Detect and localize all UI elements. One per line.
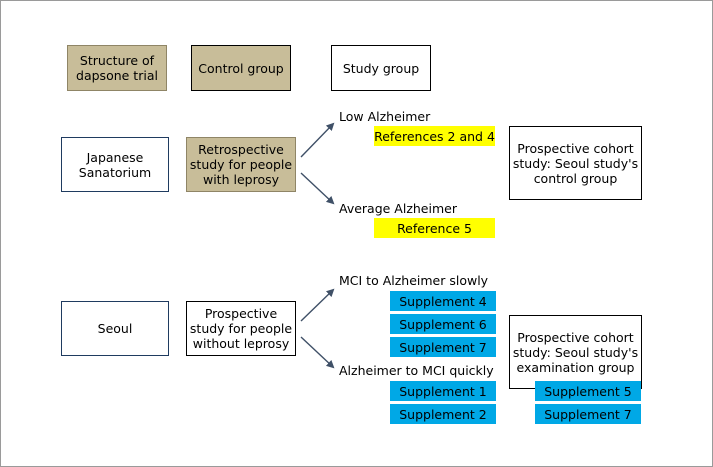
seoul-branch-top-label: MCI to Alzheimer slowly xyxy=(339,273,489,288)
japan-cohort-box: Prospective cohort study: Seoul study's … xyxy=(509,126,642,200)
legend-study-box: Study group xyxy=(331,45,431,91)
legend-control-box: Control group xyxy=(191,45,291,91)
japan-branch-top-ref: References 2 and 4 xyxy=(374,126,495,146)
seoul-study-box: Prospective study for people without lep… xyxy=(186,301,296,356)
seoul-branch-bottom-ref-2: Supplement 2 xyxy=(390,404,496,424)
legend-structure-box: Structure of dapsone trial xyxy=(67,45,167,91)
japan-branch-bottom-label: Average Alzheimer xyxy=(339,201,457,216)
seoul-arrow-up xyxy=(300,288,335,322)
seoul-branch-bottom-ref-1: Supplement 1 xyxy=(390,381,496,401)
japan-site-box: Japanese Sanatorium xyxy=(61,137,169,192)
seoul-branch-bottom-label: Alzheimer to MCI quickly xyxy=(339,363,494,378)
seoul-site-box: Seoul xyxy=(61,301,169,356)
japan-arrow-down xyxy=(300,172,335,205)
japan-arrow-up xyxy=(300,122,335,158)
seoul-branch-top-ref-3: Supplement 7 xyxy=(390,337,496,357)
seoul-cohort-box: Prospective cohort study: Seoul study's … xyxy=(509,315,642,389)
seoul-cohort-ref-2: Supplement 7 xyxy=(535,404,641,424)
seoul-branch-top-ref-2: Supplement 6 xyxy=(390,314,496,334)
seoul-cohort-ref-1: Supplement 5 xyxy=(535,381,641,401)
japan-study-box: Retrospective study for people with lepr… xyxy=(186,137,296,192)
japan-branch-bottom-ref: Reference 5 xyxy=(374,218,495,238)
seoul-branch-top-ref-1: Supplement 4 xyxy=(390,291,496,311)
seoul-arrow-down xyxy=(300,336,335,369)
japan-branch-top-label: Low Alzheimer xyxy=(339,109,431,124)
